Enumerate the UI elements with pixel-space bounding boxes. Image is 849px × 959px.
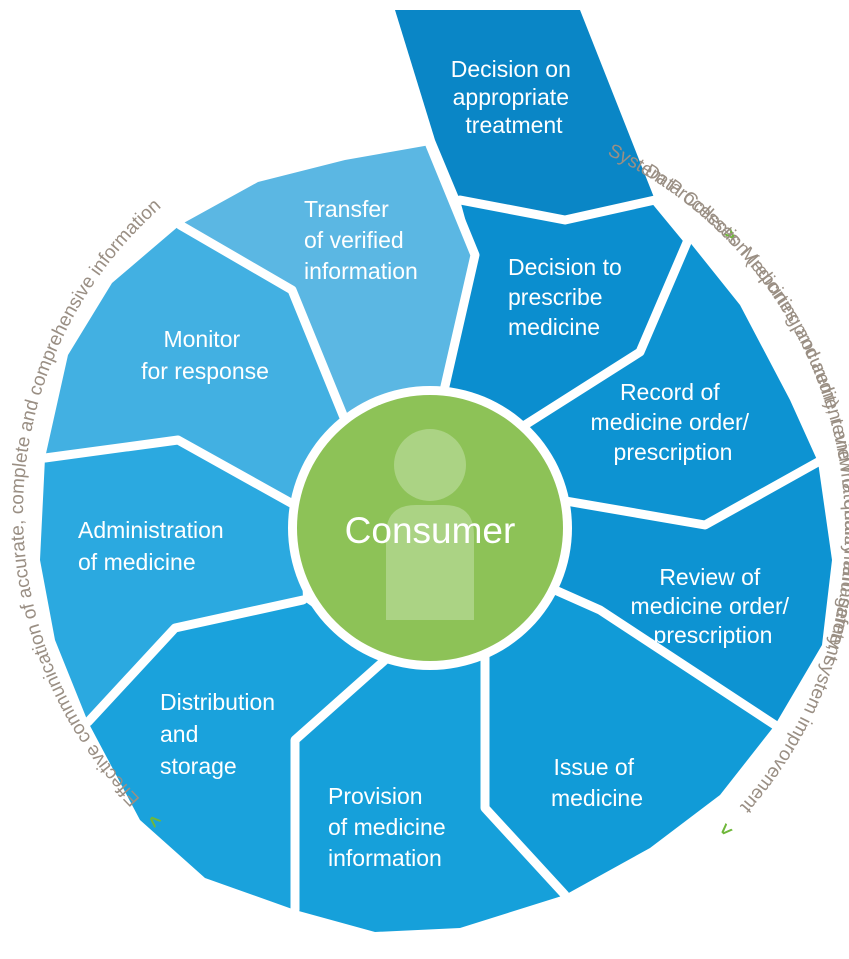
segment-issue-medicine (485, 590, 775, 895)
ring-arrow-2: > (714, 818, 737, 841)
center-label: Consumer (345, 510, 516, 551)
label-distribution-storage: Distribution and storage (160, 689, 281, 779)
segment-dividers (40, 140, 823, 915)
segment-decision-treatment (395, 10, 655, 220)
label-decision-treatment: Decision on appropriate treatment (451, 56, 578, 138)
label-provision-info: Provision of medicine information (328, 783, 452, 871)
label-issue-medicine: Issue of medicine (551, 754, 643, 811)
segment-provision-info (295, 650, 565, 932)
label-review-order: Review of medicine order/ prescription (631, 564, 796, 648)
center-consumer: Consumer (288, 386, 572, 670)
segment-labels: Decision on appropriate treatment Decisi… (78, 56, 796, 871)
segment-distribution-storage (88, 600, 385, 910)
segment-decision-prescribe (443, 200, 688, 425)
person-body-icon (386, 505, 474, 620)
label-transfer-info: Transfer of verified information (304, 196, 418, 284)
segment-monitor-response (45, 225, 345, 508)
label-record-order: Record of medicine order/ prescription (591, 379, 756, 465)
segment-record-order (525, 240, 818, 525)
label-decision-prescribe: Decision to prescribe medicine (508, 254, 628, 340)
segment-review-order (555, 462, 832, 725)
person-head-icon (394, 429, 466, 501)
segment-administration (40, 440, 303, 722)
label-administration: Administration of medicine (78, 517, 230, 575)
segment-transfer-info (180, 145, 475, 420)
label-monitor-response: Monitor for response (141, 326, 269, 384)
